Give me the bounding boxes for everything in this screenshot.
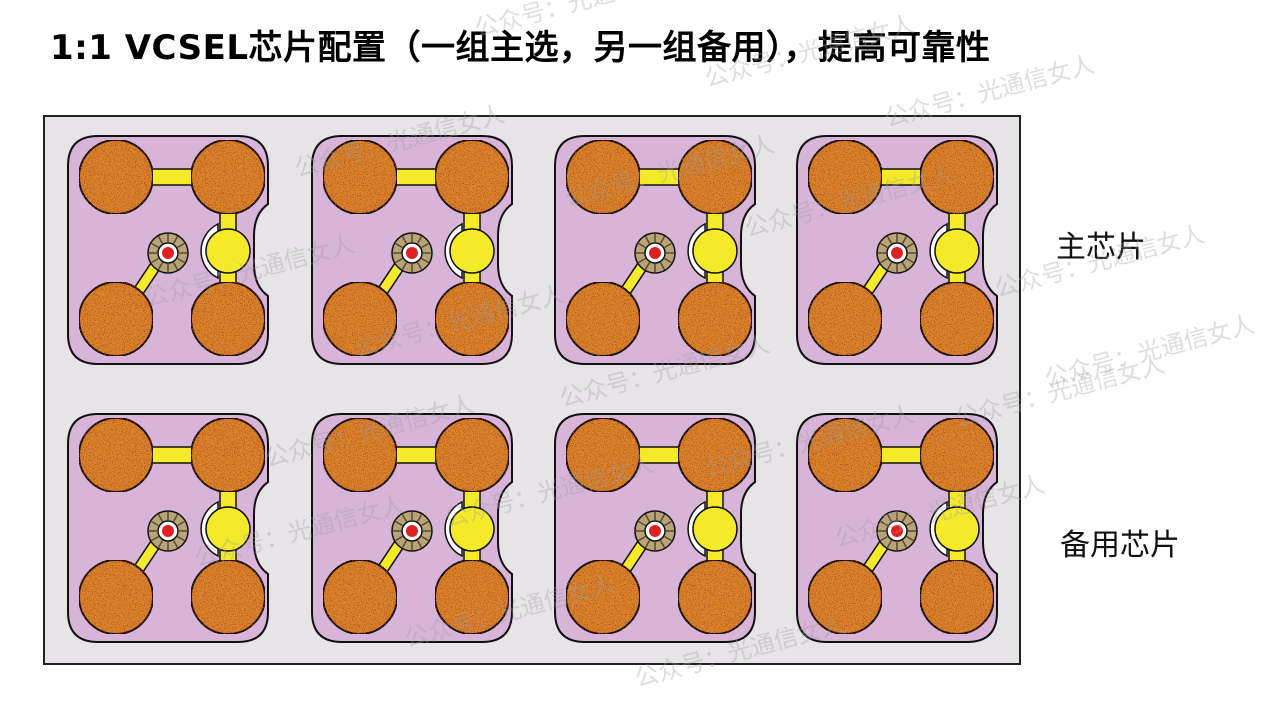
bond-pad (692, 228, 738, 274)
bond-pad-2 (677, 417, 753, 493)
bond-pad (449, 228, 495, 274)
emitter-aperture (891, 247, 903, 259)
bond-pad-3 (78, 281, 154, 357)
emitter-aperture (649, 247, 661, 259)
bond-pad (205, 228, 251, 274)
emitter-aperture (649, 525, 661, 537)
main-chip-1 (67, 135, 269, 365)
bond-pad-3 (565, 281, 641, 357)
bond-pad-1 (78, 139, 154, 215)
emitter-aperture (891, 525, 903, 537)
main-chips-label: 主芯片 (1056, 230, 1146, 265)
emitter-aperture (162, 247, 174, 259)
main-chip-2 (311, 135, 513, 365)
emitter-aperture (406, 525, 418, 537)
bond-pad-2 (434, 417, 510, 493)
bond-pad-3 (78, 559, 154, 635)
bond-pad-3 (565, 559, 641, 635)
bond-pad-3 (322, 281, 398, 357)
bond-pad-2 (190, 417, 266, 493)
backup-chips-label: 备用芯片 (1060, 528, 1180, 563)
bond-pad-1 (322, 417, 398, 493)
bond-pad-4 (190, 281, 266, 357)
bond-pad-3 (807, 559, 883, 635)
bond-pad-1 (78, 417, 154, 493)
bond-pad-4 (919, 281, 995, 357)
emitter-aperture (162, 525, 174, 537)
bond-pad-4 (677, 281, 753, 357)
bond-pad-3 (322, 559, 398, 635)
bond-pad-4 (677, 559, 753, 635)
bond-pad-1 (565, 417, 641, 493)
bond-pad (934, 228, 980, 274)
bond-pad-4 (919, 559, 995, 635)
bond-pad-4 (190, 559, 266, 635)
bond-pad-1 (807, 139, 883, 215)
page-title: 1:1 VCSEL芯片配置（一组主选，另一组备用），提高可靠性 (50, 28, 991, 68)
main-chip-4 (796, 135, 998, 365)
bond-pad (692, 506, 738, 552)
bond-pad-2 (434, 139, 510, 215)
bond-pad-2 (677, 139, 753, 215)
backup-chip-4 (796, 413, 998, 643)
bond-pad (205, 506, 251, 552)
main-chip-3 (554, 135, 756, 365)
bond-pad (934, 506, 980, 552)
bond-pad-3 (807, 281, 883, 357)
backup-chip-2 (311, 413, 513, 643)
backup-chip-1 (67, 413, 269, 643)
bond-pad-2 (190, 139, 266, 215)
bond-pad-2 (919, 417, 995, 493)
bond-pad-1 (565, 139, 641, 215)
bond-pad-4 (434, 281, 510, 357)
chip-grid (67, 135, 998, 643)
bond-pad-1 (807, 417, 883, 493)
bond-pad-1 (322, 139, 398, 215)
bond-pad-4 (434, 559, 510, 635)
backup-chip-3 (554, 413, 756, 643)
emitter-aperture (406, 247, 418, 259)
bond-pad (449, 506, 495, 552)
bond-pad-2 (919, 139, 995, 215)
